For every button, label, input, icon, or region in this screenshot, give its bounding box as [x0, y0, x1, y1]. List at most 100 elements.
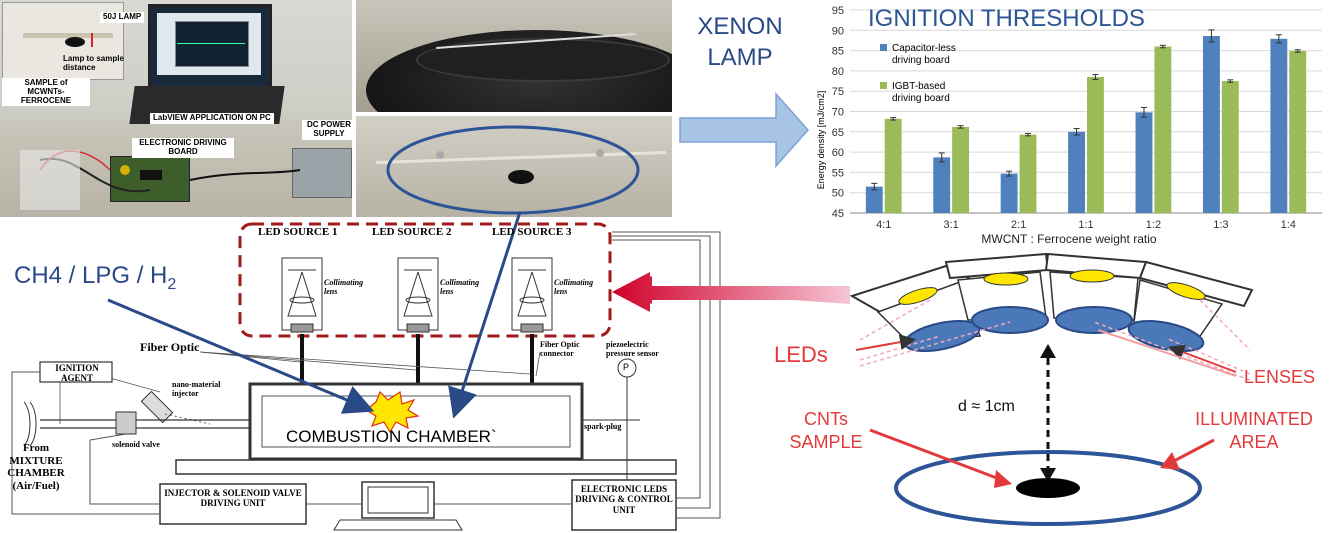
chart-bar [952, 126, 970, 213]
fiber-optic-label: Fiber Optic [140, 340, 200, 354]
supply-label: DC POWER SUPPLY [302, 120, 352, 140]
labview-label: LabVIEW APPLICATION ON PC [150, 113, 274, 124]
chart-bar [933, 157, 951, 213]
xenon-lamp-label: XENON LAMP [697, 13, 783, 71]
chart-xtick-label: 3:1 [943, 219, 958, 231]
laptop-screen [148, 4, 272, 90]
ignition-thresholds-title: IGNITION THRESHOLDS [868, 5, 1145, 32]
lamp-label: 50J LAMP [100, 12, 145, 23]
cnts-line-2: SAMPLE [789, 432, 863, 453]
fuel-arrow [107, 298, 375, 414]
leds-label: LEDs [774, 342, 828, 367]
led-array-dashed-box [238, 222, 612, 338]
chart-bar [1000, 173, 1018, 213]
injector-body [140, 390, 174, 424]
sample-closeup-photo [356, 116, 672, 217]
board-label: ELECTRONIC DRIVING BOARD [132, 138, 234, 158]
xenon-to-chamber-arrow [448, 211, 522, 419]
legend-swatch-igbt [880, 82, 887, 89]
chart-xtick-label: 1:2 [1146, 219, 1161, 231]
chart-bar [1087, 76, 1104, 214]
ignition-agent-label: IGNITION AGENT [55, 363, 99, 383]
chart-ytick-label: 65 [832, 127, 844, 139]
led-unit-label: ELECTRONIC LEDS DRIVING & CONTROL UNIT [575, 484, 673, 515]
from-line-1: From [22, 442, 50, 454]
chart-bar [865, 186, 883, 213]
led-array-diagram [849, 252, 1254, 526]
fuel-label-text: CH4 / LPG / H [14, 262, 168, 289]
chart-ylabel: Energy density [mJ/cm2] [816, 91, 826, 190]
lens-label-1: Collimating lens [324, 278, 364, 296]
sample-label: SAMPLE of MCWNTs-FERROCENE [2, 78, 90, 107]
lab-setup-photo: 50J LAMP Lamp to sample distance SAMPLE … [0, 0, 352, 217]
fiber-connector-label: Fiber Optic connector [540, 340, 580, 358]
chart-ytick-label: 50 [832, 188, 844, 200]
chart-bar [1202, 35, 1220, 213]
lens-2 [971, 306, 1049, 334]
chart-xtick-label: 1:3 [1213, 219, 1228, 231]
chart-bar [1135, 112, 1153, 213]
chart-xlabel: MWCNT : Ferrocene weight ratio [981, 232, 1156, 246]
chart-bar [1270, 38, 1288, 213]
from-line-3: CHAMBER [7, 467, 65, 480]
sample-highlight-ellipse [386, 125, 640, 215]
chart-xtick-label: 4:1 [876, 219, 891, 231]
chart-bar [1019, 134, 1037, 213]
chart-bar [1289, 51, 1307, 214]
led-sources-group [281, 257, 553, 333]
lenses-label: LENSES [1244, 367, 1316, 387]
chart-xtick-label: 2:1 [1011, 219, 1026, 231]
from-line-2: MIXTURE [9, 454, 63, 467]
chart-ytick-label: 85 [832, 46, 844, 58]
solenoid-valve-box [115, 411, 137, 435]
fuel-label: CH4 / LPG / H2 [14, 262, 176, 294]
cnt-sample-blob [1016, 478, 1080, 498]
distance-label: Lamp to sample distance [63, 54, 124, 72]
led-unit-box [571, 479, 677, 531]
chart-bar [1221, 81, 1239, 213]
solenoid-label: solenoid valve [112, 440, 160, 449]
chart-bar [1068, 131, 1085, 213]
combustion-chamber-box [248, 382, 584, 461]
lens-label-3: Collimating lens [554, 278, 594, 296]
chart-arrow [679, 92, 810, 168]
legend-swatch-capacitor [880, 44, 887, 51]
spark-plug-label: spark-plug [584, 422, 622, 431]
led-source-2-label: LED SOURCE 2 [372, 226, 452, 238]
chart-ytick-label: 75 [832, 86, 844, 98]
cnts-sample-label: CNTs SAMPLE [784, 408, 868, 455]
injector-unit-box [159, 483, 307, 525]
chart-ytick-label: 80 [832, 66, 844, 78]
chart-xtick-label: 1:4 [1281, 219, 1296, 231]
computer-monitor-icon [361, 481, 435, 519]
illuminated-area-ellipse [894, 450, 1202, 526]
chart-ytick-label: 90 [832, 25, 844, 37]
cnt-sample-dot [508, 170, 534, 184]
chart-ytick-label: 55 [832, 167, 844, 179]
distance-label-right: d ≈ 1cm [958, 398, 1015, 415]
injector-label: nano-material injector [172, 380, 221, 398]
power-supply-photo [292, 148, 352, 198]
xenon-lamp-photo [356, 0, 672, 112]
injector-unit-label: INJECTOR & SOLENOID VALVE DRIVING UNIT [164, 488, 302, 509]
chart-ytick-label: 70 [832, 107, 844, 119]
from-mixture-label: From MIXTURE CHAMBER (Air/Fuel) [0, 442, 72, 493]
illuminated-area-label: ILLUMINATED AREA [1180, 408, 1328, 455]
led-source-3-label: LED SOURCE 3 [492, 226, 572, 238]
chart-ytick-label: 45 [832, 208, 844, 220]
fuel-label-sub: 2 [167, 275, 177, 293]
chart-ytick-label: 60 [832, 147, 844, 159]
area-line-2: AREA [1229, 432, 1279, 453]
from-line-4: (Air/Fuel) [12, 479, 60, 492]
pressure-sensor-label: piezoelectric pressure sensor [606, 340, 659, 358]
lens-3 [1055, 306, 1133, 334]
lens-4 [1127, 320, 1205, 352]
chart-ytick-label: 95 [832, 5, 844, 17]
area-line-1: ILLUMINATED [1195, 409, 1313, 429]
explosion-icon [364, 390, 420, 434]
